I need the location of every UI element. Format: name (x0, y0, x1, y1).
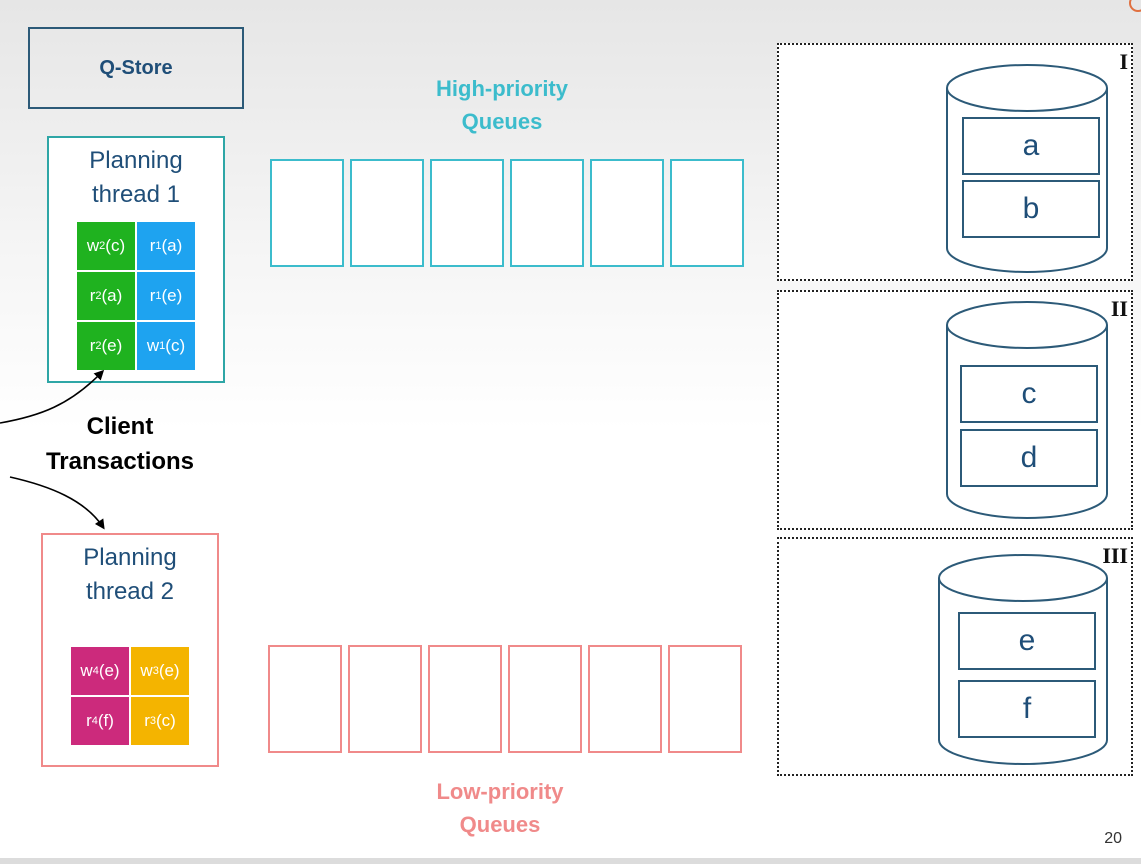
queue-slot (508, 645, 582, 753)
queue-slot (348, 645, 422, 753)
partition-1-label: I (1119, 49, 1128, 74)
record-b: b (1022, 192, 1040, 225)
record-a: a (1022, 129, 1040, 162)
queue-slot (428, 645, 502, 753)
database-cylinder-3 (938, 554, 1108, 765)
record-d: d (1020, 441, 1038, 474)
queue-slot (430, 159, 504, 267)
arrow-to-thread-2 (9, 476, 105, 530)
partition-3: e f III (777, 537, 1133, 776)
page-number: 20 (1104, 830, 1122, 847)
planning-thread-2-title: Planning thread 2 (83, 544, 177, 605)
footer-divider (0, 858, 1141, 864)
queue-slot (670, 159, 744, 267)
client-arrows (0, 369, 105, 530)
queue-slot (590, 159, 664, 267)
low-priority-line2: Queues (459, 812, 541, 837)
record-e: e (1018, 624, 1036, 657)
record-f: f (1022, 692, 1032, 725)
q-store-box: Q-Store (28, 27, 244, 109)
high-priority-queue (270, 159, 744, 267)
low-priority-label: Low-priority Queues (390, 775, 610, 841)
queue-slot (270, 159, 344, 267)
queue-slot (510, 159, 584, 267)
partition-2: c d II (777, 290, 1133, 530)
low-priority-line1: Low-priority (436, 779, 564, 804)
partition-2-label: II (1110, 296, 1128, 321)
corner-mark-icon (1129, 0, 1141, 12)
queue-slot (268, 645, 342, 753)
high-priority-line2: Queues (461, 109, 543, 134)
client-transactions-line2: Transactions (45, 448, 195, 475)
queue-slot (588, 645, 662, 753)
client-transactions-label: Client Transactions (35, 409, 205, 479)
partition-1: a b I (777, 43, 1133, 281)
queue-slot (350, 159, 424, 267)
arrow-to-thread-1 (0, 369, 105, 424)
low-priority-queue (268, 645, 742, 753)
client-transactions-line1: Client (86, 413, 154, 440)
high-priority-line1: High-priority (436, 76, 568, 101)
partition-3-label: III (1102, 543, 1128, 568)
record-c: c (1021, 377, 1037, 410)
q-store-label: Q-Store (99, 56, 173, 79)
planning-thread-1-title: Planning thread 1 (89, 147, 183, 208)
high-priority-label: High-priority Queues (392, 72, 612, 138)
database-cylinder-2 (946, 301, 1108, 519)
database-cylinder-1 (946, 64, 1108, 273)
queue-slot (668, 645, 742, 753)
